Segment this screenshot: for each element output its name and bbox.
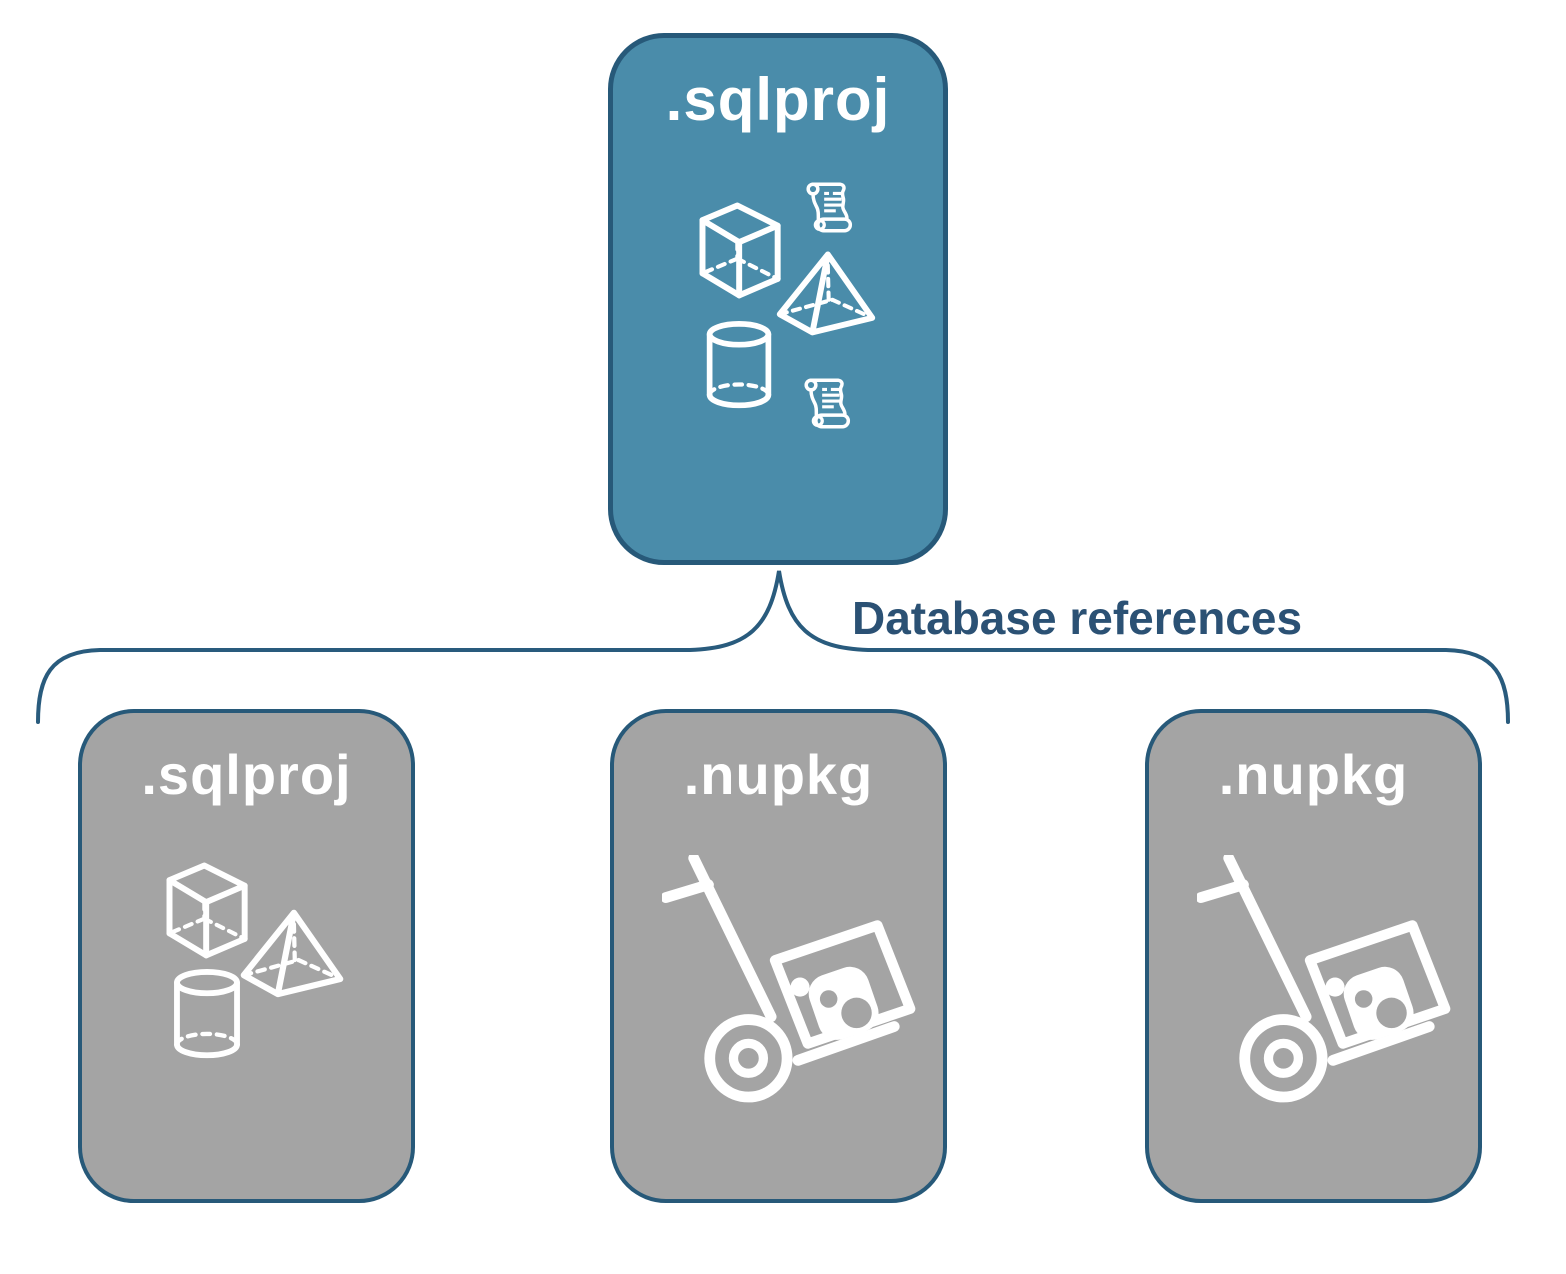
database-cylinder-icon	[170, 969, 244, 1062]
scroll-script-icon	[795, 371, 859, 433]
node-nupkg-reference-2: .nupkg	[1145, 709, 1482, 1203]
pyramid-icon	[776, 249, 876, 336]
handtruck-package-icon	[662, 855, 920, 1113]
node-nupkg-reference-1-title: .nupkg	[683, 743, 874, 806]
node-sqlproj-root: .sqlproj	[608, 33, 948, 565]
scroll-script-icon	[798, 175, 860, 237]
cube-icon	[164, 858, 252, 961]
node-sqlproj-reference-title: .sqlproj	[141, 743, 352, 806]
cube-icon	[697, 198, 785, 301]
node-sqlproj-reference: .sqlproj	[78, 709, 415, 1203]
node-nupkg-reference-2-title: .nupkg	[1218, 743, 1409, 806]
database-references-label: Database references	[852, 592, 1303, 644]
node-sqlproj-root-title: .sqlproj	[665, 66, 891, 133]
database-cylinder-icon	[703, 321, 775, 412]
node-nupkg-reference-1: .nupkg	[610, 709, 947, 1203]
handtruck-package-icon	[1197, 855, 1455, 1113]
pyramid-icon	[240, 907, 344, 998]
